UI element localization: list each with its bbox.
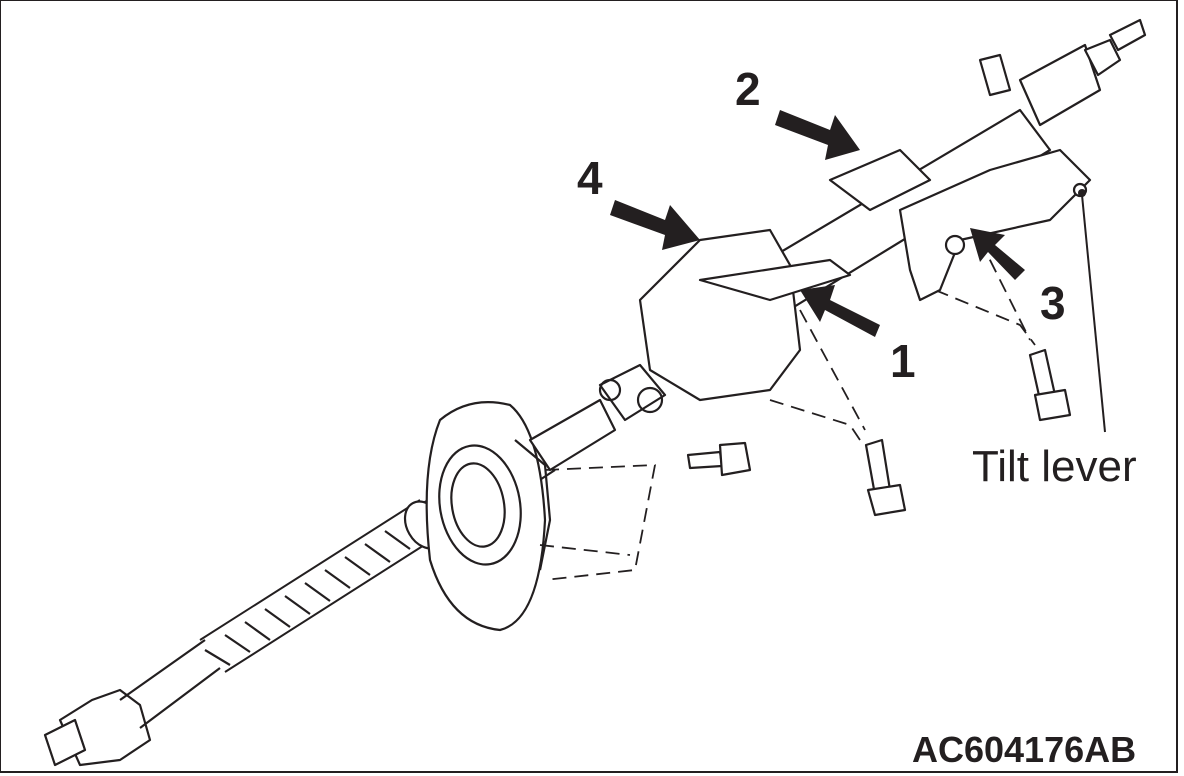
dash-plate bbox=[425, 401, 552, 632]
bolts bbox=[686, 348, 1072, 517]
tilt-lever-leader bbox=[1081, 194, 1106, 433]
callout-3: 3 bbox=[1040, 277, 1066, 329]
intermediate-shaft bbox=[528, 363, 667, 472]
callout-2: 2 bbox=[735, 63, 761, 115]
figure-code: AC604176AB bbox=[912, 729, 1137, 770]
tilt-lever-label: Tilt lever bbox=[972, 442, 1137, 491]
callout-arrows bbox=[610, 110, 1025, 337]
arrow-1 bbox=[800, 285, 880, 337]
arrow-2 bbox=[775, 110, 860, 160]
arrow-3 bbox=[970, 228, 1025, 280]
callout-4: 4 bbox=[577, 152, 603, 204]
arrow-4 bbox=[610, 200, 700, 250]
bolt-guide-lines bbox=[539, 239, 1036, 581]
column-bracket bbox=[638, 53, 1092, 402]
callout-1: 1 bbox=[890, 335, 916, 387]
